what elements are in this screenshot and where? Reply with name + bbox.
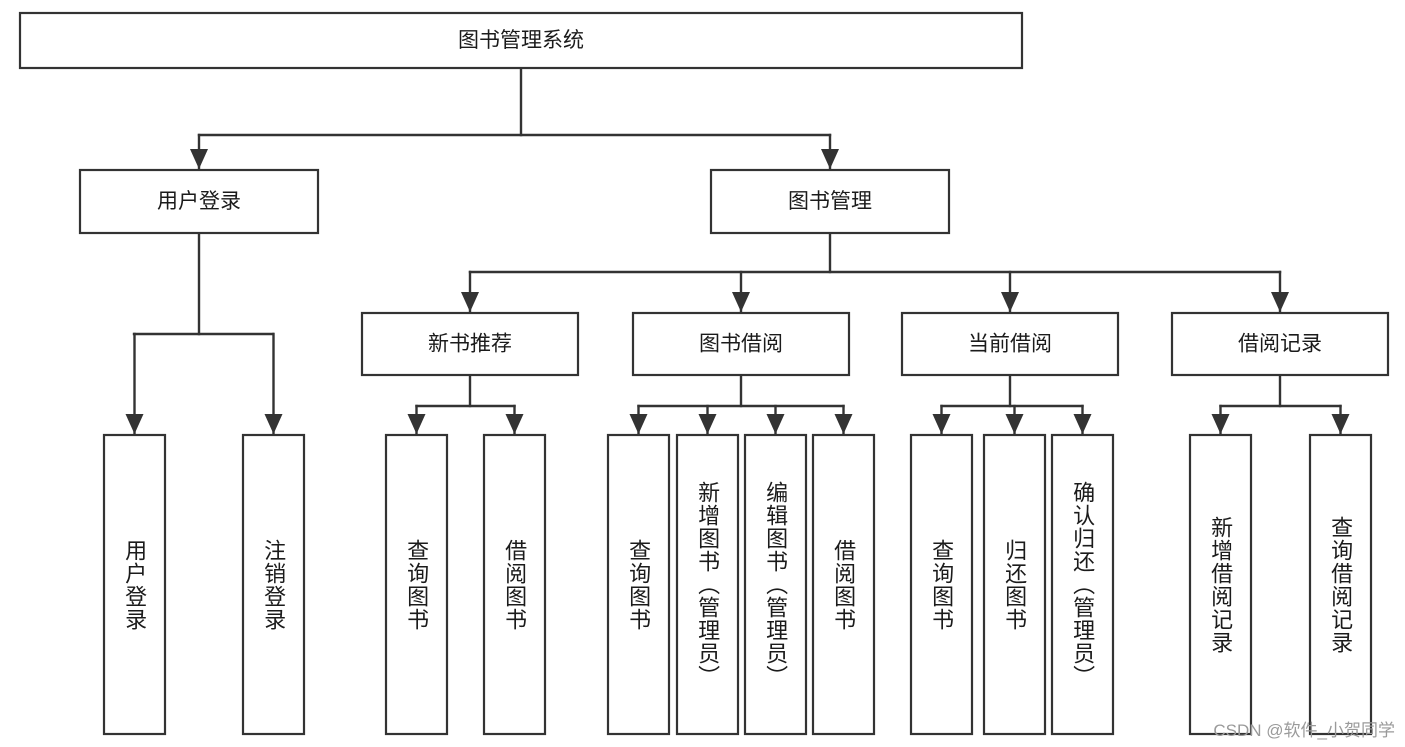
level2-box-new-book-recommend [360, 311, 580, 377]
connectors-layer [125, 66, 1350, 435]
leaf-box-leaf-logout [241, 433, 306, 736]
level2-box-book-borrow [631, 311, 851, 377]
arrow-head-icon [1211, 414, 1230, 434]
arrow-head-icon [834, 414, 853, 434]
arrow-head-icon [1073, 414, 1092, 434]
node-label-book-manage: 图书管理 [788, 190, 872, 213]
leaf-box-leaf-add-record [1188, 433, 1253, 736]
arrow-head-icon [766, 414, 785, 434]
arrow-head-icon [629, 414, 648, 434]
arrow-head-icon [461, 292, 479, 312]
boxes-layer [18, 11, 1390, 736]
level1-box-user-login [78, 168, 320, 235]
arrow-head-icon [264, 414, 283, 434]
level2-box-borrow-record [1170, 311, 1390, 377]
leaf-box-leaf-query-book-current [909, 433, 974, 736]
leaf-box-leaf-edit-book [743, 433, 808, 736]
leaf-box-leaf-query-book-rec [384, 433, 449, 736]
leaf-box-leaf-query-book-borrow [606, 433, 671, 736]
leaf-box-leaf-confirm-return [1050, 433, 1115, 736]
node-label-root: 图书管理系统 [458, 29, 584, 52]
arrow-head-icon [932, 414, 951, 434]
arrow-head-icon [1271, 292, 1289, 312]
node-label-current-borrow: 当前借阅 [968, 333, 1052, 356]
node-label-book-borrow: 图书借阅 [699, 333, 783, 356]
level1-box-book-manage [709, 168, 951, 235]
leaf-box-leaf-borrow-book [811, 433, 876, 736]
arrow-head-icon [821, 149, 839, 169]
arrow-head-icon [190, 149, 208, 169]
node-label-user-login: 用户登录 [157, 190, 241, 213]
leaf-box-leaf-query-record [1308, 433, 1373, 736]
arrow-head-icon [732, 292, 750, 312]
node-label-new-book-recommend: 新书推荐 [428, 333, 512, 356]
leaf-box-leaf-borrow-book-rec [482, 433, 547, 736]
arrow-head-icon [1005, 414, 1024, 434]
leaf-box-leaf-add-book [675, 433, 740, 736]
arrow-head-icon [1001, 292, 1019, 312]
root-box-root [18, 11, 1024, 70]
leaf-box-leaf-return-book [982, 433, 1047, 736]
arrow-head-icon [505, 414, 524, 434]
arrow-head-icon [698, 414, 717, 434]
arrow-head-icon [407, 414, 426, 434]
node-label-borrow-record: 借阅记录 [1238, 333, 1322, 356]
watermark: CSDN @软件_小贺同学 [1213, 721, 1395, 740]
leaf-box-leaf-user-login [102, 433, 167, 736]
arrow-head-icon [125, 414, 144, 434]
level2-box-current-borrow [900, 311, 1120, 377]
arrow-head-icon [1331, 414, 1350, 434]
